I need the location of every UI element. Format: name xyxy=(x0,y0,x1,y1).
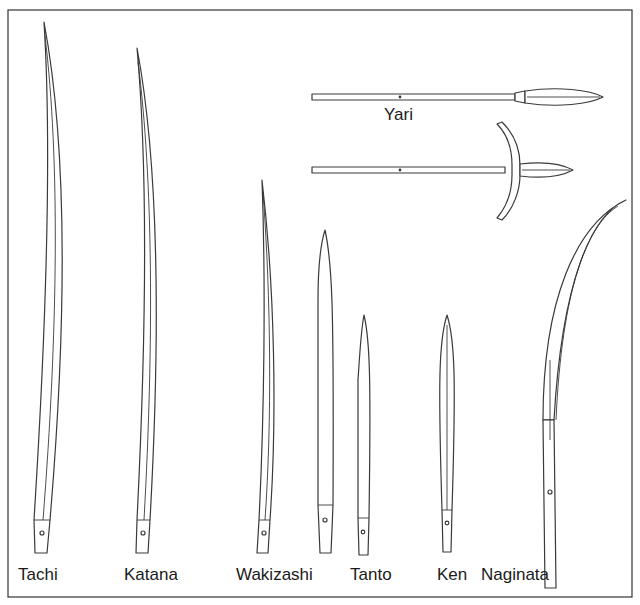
tachi-blade xyxy=(34,22,62,553)
katana-blade xyxy=(136,48,156,553)
weapon-label: Yari xyxy=(384,106,413,125)
straight-blade xyxy=(318,230,333,553)
weapon-label: Naginata xyxy=(481,566,549,585)
weapon-label: Wakizashi xyxy=(236,566,313,585)
weapon-label: Ken xyxy=(437,566,467,585)
wakizashi-blade xyxy=(257,180,274,553)
frame-border xyxy=(8,10,632,597)
ken-blade xyxy=(440,315,455,552)
tanto-blade xyxy=(358,315,370,555)
naginata-blade xyxy=(543,200,626,588)
yari-spear xyxy=(312,89,603,105)
cross-yari-spear xyxy=(312,122,573,220)
weapon-label: Katana xyxy=(124,566,178,585)
weapon-label: Tachi xyxy=(18,566,58,585)
weapon-label: Tanto xyxy=(350,566,392,585)
